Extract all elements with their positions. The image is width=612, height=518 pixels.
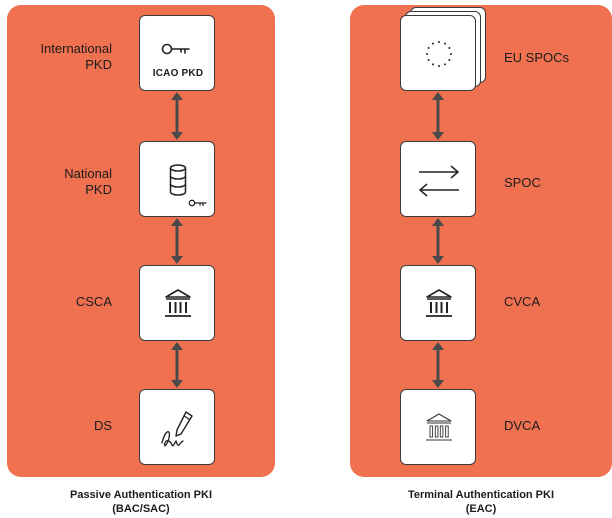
passive-caption-subtitle: (BAC/SAC) (112, 503, 170, 515)
star-dot (426, 53, 428, 55)
icao-pkd-node: ICAO PKD (139, 15, 215, 91)
passive-caption-title: Passive Authentication PKI (69, 489, 213, 501)
dvca-label: DVCA (504, 418, 541, 433)
csca-node (139, 265, 215, 341)
eu-spocs-label: EU SPOCs (504, 50, 570, 65)
star-dot (448, 59, 451, 61)
bank-icon (165, 289, 191, 317)
terminal-caption-subtitle: (EAC) (465, 503, 497, 515)
connector-eu-spocs-spoc (432, 92, 444, 140)
terminal-caption-title: Terminal Authentication PKI (407, 489, 555, 501)
pen-signature-icon (161, 411, 193, 447)
key-icon (161, 43, 190, 55)
terminal-authentication-panel (350, 5, 612, 477)
star-dot (448, 47, 451, 49)
star-dot (427, 47, 430, 49)
cvca-label: CVCA (504, 294, 541, 309)
cvca-node (400, 265, 476, 341)
connector-cvca-dvca (432, 342, 444, 388)
terminal-authentication-caption: Terminal Authentication PKI (EAC) (350, 488, 612, 516)
csca-label: CSCA (75, 294, 112, 309)
bank-outline-icon (426, 413, 452, 441)
star-dot (438, 65, 440, 67)
ds-node (139, 389, 215, 465)
ds-label: DS (93, 418, 112, 433)
star-dot (432, 63, 434, 66)
international-pkd-label: International PKD (40, 41, 112, 72)
passive-authentication-caption: Passive Authentication PKI (BAC/SAC) (7, 488, 275, 516)
dvca-node (400, 389, 476, 465)
connector-spoc-cvca (432, 218, 444, 264)
eu-stars-icon (426, 41, 452, 67)
national-pkd-node (139, 141, 215, 217)
star-dot (450, 53, 452, 55)
connector-national-csca (171, 218, 183, 264)
star-dot (427, 59, 430, 61)
star-dot (444, 63, 446, 66)
connector-csca-ds (171, 342, 183, 388)
star-dot (432, 42, 434, 45)
icao-pkd-text: ICAO PKD (152, 68, 204, 79)
connector-international-national (171, 92, 183, 140)
spoc-node (400, 141, 476, 217)
database-key-icon (169, 164, 207, 207)
star-dot (444, 42, 446, 45)
eu-spocs-node (400, 15, 476, 91)
star-dot (438, 41, 440, 43)
bank-icon (426, 289, 452, 317)
spoc-label: SPOC (504, 175, 541, 190)
national-pkd-label: National PKD (64, 166, 112, 197)
exchange-arrows-icon (418, 165, 460, 197)
